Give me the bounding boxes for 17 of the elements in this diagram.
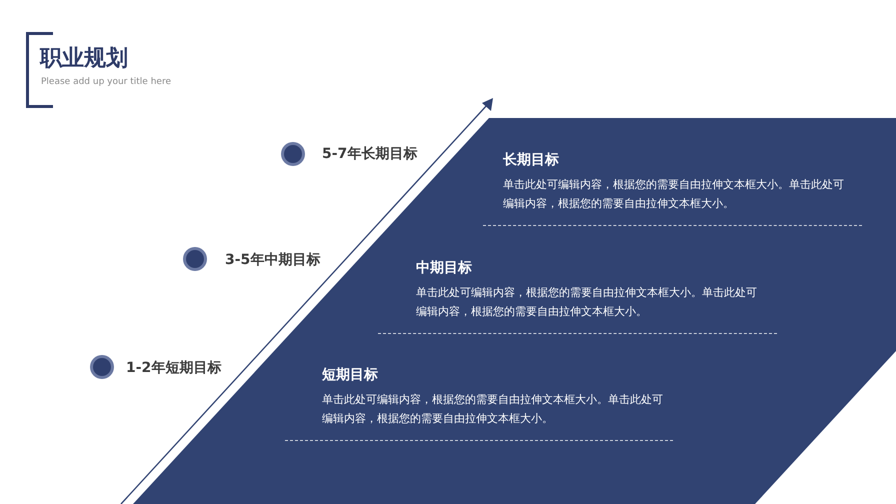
text-block xyxy=(285,364,673,441)
goal-label: 3-5年中期目标 xyxy=(225,251,320,269)
goal-label: 5-7年长期目标 xyxy=(322,145,418,163)
block-heading: 短期目标 xyxy=(322,366,378,384)
circle-marker xyxy=(183,247,207,271)
text-block xyxy=(378,257,777,334)
circle-marker xyxy=(281,142,305,166)
goal-label: 1-2年短期目标 xyxy=(126,359,222,377)
block-heading: 中期目标 xyxy=(416,259,472,277)
body-text: 单击此处可编辑内容，根据您的需要自由拉伸文本框大小。单击此处可编辑内容，根据您的需要自由拉伸文本框大小。 xyxy=(416,285,758,320)
body-text: 单击此处可编辑内容，根据您的需要自由拉伸文本框大小。单击此处可编辑内容，根据您的需要自由拉伸文本框大小。 xyxy=(503,177,845,212)
circle-marker xyxy=(90,355,114,379)
slide-title: 职业规划 xyxy=(40,46,128,72)
block-heading: 长期目标 xyxy=(503,151,559,169)
text-block xyxy=(483,149,862,226)
subtitle: Please add up your title here xyxy=(41,76,171,88)
body-text: 单击此处可编辑内容，根据您的需要自由拉伸文本框大小。单击此处可编辑内容，根据您的需要自由拉伸文本框大小。 xyxy=(322,392,664,427)
